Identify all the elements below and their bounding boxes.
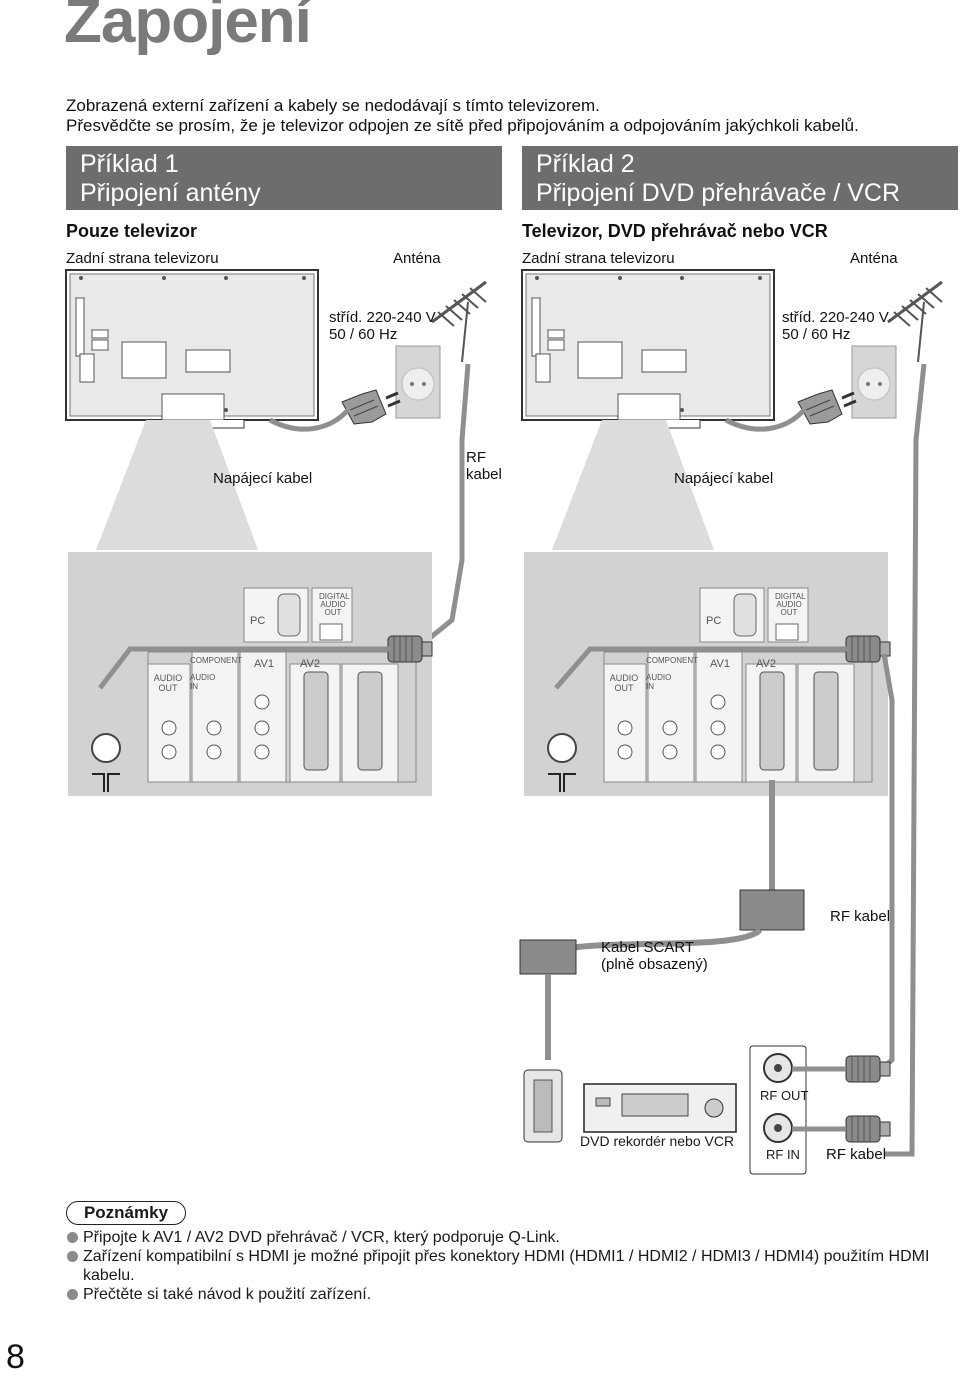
example2-power-cable-label: Napájecí kabel	[674, 470, 774, 487]
example1-banner-line1: Příklad 1	[80, 150, 179, 178]
panel1-digital-label: DIGITAL	[319, 592, 350, 601]
power-plug-1-icon	[340, 388, 402, 426]
example2-antenna-label: Anténa	[850, 250, 898, 267]
bullet-icon	[67, 1289, 78, 1300]
rf-in-label: RF IN	[766, 1147, 800, 1162]
tv-back-2-illustration	[521, 269, 775, 429]
notes-heading: Poznámky	[66, 1201, 186, 1225]
example1-tv-back-label: Zadní strana televizoru	[66, 250, 219, 267]
note-item: Zařízení kompatibilní s HDMI je možné př…	[66, 1247, 956, 1285]
scart-plug-left-icon	[519, 939, 577, 975]
example1-power-line2: 50 / 60 Hz	[329, 326, 398, 343]
panel2-audio-out-line2: OUT	[614, 683, 634, 693]
example2-power-line1: stříd. 220-240 V	[782, 309, 889, 326]
intro-line-1: Zobrazená externí zařízení a kabely se n…	[66, 96, 600, 115]
panel1-pc-label: PC	[250, 615, 266, 627]
panel1-component-label: COMPONENT	[190, 656, 242, 665]
panel2-audio-out-line1: AUDIO	[609, 673, 639, 683]
recorder-label: DVD rekordér nebo VCR	[580, 1133, 735, 1149]
example2-rf-cable-label-bottom: RF kabel	[826, 1146, 887, 1163]
wall-outlet-2-icon	[851, 345, 897, 419]
page-number: 8	[6, 1338, 25, 1376]
wall-outlet-1-icon	[395, 345, 441, 419]
example1-rf-line2: kabel	[466, 466, 502, 483]
rf-out-label: RF OUT	[760, 1088, 809, 1103]
bullet-icon	[67, 1232, 78, 1243]
zoom-wedge-2	[552, 420, 714, 550]
panel2-av1-label: AV1	[710, 658, 730, 670]
example2-power-line2: 50 / 60 Hz	[782, 326, 851, 343]
example2-rf-cable-label-top: RF kabel	[830, 908, 891, 925]
scart-cable-label: Kabel SCART (plně obsazený)	[601, 939, 708, 973]
example2-banner-line1: Příklad 2	[536, 150, 635, 178]
panel2-audio-in-line2: IN	[646, 682, 654, 691]
rf-cable-2-to-panel	[554, 646, 848, 690]
panel1-out-label: OUT	[324, 608, 342, 617]
scart-plug-top-icon	[739, 889, 805, 931]
rf-cable-2-antenna	[884, 363, 927, 1157]
panel2-digital-label: DIGITAL	[775, 592, 806, 601]
example1-power-cable-label: Napájecí kabel	[213, 470, 313, 487]
example1-rf-line1: RF	[466, 449, 486, 466]
notes-list: Připojte k AV1 / AV2 DVD přehrávač / VCR…	[66, 1228, 956, 1304]
intro-line-2: Přesvědčte se prosím, že je televizor od…	[66, 116, 859, 135]
panel1-audio-label: AUDIO	[320, 600, 346, 609]
example1-antenna-label: Anténa	[393, 250, 441, 267]
rf-plug-in-icon	[845, 1115, 891, 1143]
tv-back-1-illustration	[65, 269, 319, 429]
power-cable-2	[724, 408, 806, 432]
example2-banner-line2: Připojení DVD přehrávače / VCR	[536, 179, 901, 207]
example2-power-spec: stříd. 220-240 V 50 / 60 Hz	[782, 309, 889, 343]
panel1-av1-label: AV1	[254, 658, 274, 670]
power-cable-1	[268, 408, 350, 432]
connector-panel-2	[523, 551, 889, 797]
example1-rf-cable-label: RF kabel	[466, 449, 502, 483]
note-item: Připojte k AV1 / AV2 DVD přehrávač / VCR…	[66, 1228, 956, 1247]
example1-banner-line2: Připojení antény	[80, 179, 261, 207]
example1-subhead: Pouze televizor	[66, 221, 198, 241]
panel1-audio-out-line1: AUDIO	[153, 673, 183, 683]
example1-banner: Příklad 1 Připojení antény	[66, 146, 502, 210]
example2-tv-back-label: Zadní strana televizoru	[522, 250, 675, 267]
scart-cable-line1: Kabel SCART	[601, 939, 695, 956]
panel1-audio-in-line1: AUDIO	[190, 673, 216, 682]
power-plug-2-icon	[796, 388, 858, 426]
panel2-out-label: OUT	[780, 608, 798, 617]
intro-text: Zobrazená externí zařízení a kabely se n…	[66, 96, 859, 136]
panel2-audio-label: AUDIO	[776, 600, 802, 609]
scart-cable	[569, 927, 763, 951]
note-text: Přečtěte si také návod k použití zařízen…	[83, 1286, 372, 1303]
rf-cable-1	[418, 363, 471, 648]
panel2-av2-label: AV2	[756, 658, 776, 670]
zoom-wedge-1	[96, 420, 258, 550]
panel1-audio-in-line2: IN	[190, 682, 198, 691]
panel2-component-label: COMPONENT	[646, 656, 698, 665]
panel2-audio-in-line1: AUDIO	[646, 673, 672, 682]
panel2-pc-label: PC	[706, 615, 722, 627]
panel1-av2-label: AV2	[300, 658, 320, 670]
connector-panel-1	[67, 551, 433, 797]
note-text: Zařízení kompatibilní s HDMI je možné př…	[83, 1248, 930, 1284]
rf-terminals-box	[749, 1045, 807, 1175]
rf-cable-1-to-panel	[98, 646, 390, 690]
example1-power-line1: stříd. 220-240 V	[329, 309, 436, 326]
note-item: Přečtěte si také návod k použití zařízen…	[66, 1285, 956, 1304]
rf-plug-out-icon	[845, 1055, 891, 1083]
scart-cable-line2: (plně obsazený)	[601, 956, 708, 973]
page-title: Zapojení	[64, 0, 312, 56]
panel1-audio-out-line2: OUT	[158, 683, 178, 693]
bullet-icon	[67, 1251, 78, 1262]
example2-banner: Příklad 2 Připojení DVD přehrávače / VCR	[522, 146, 958, 210]
example2-subhead: Televizor, DVD přehrávač nebo VCR	[522, 221, 828, 241]
example1-power-spec: stříd. 220-240 V 50 / 60 Hz	[329, 309, 436, 343]
note-text: Připojte k AV1 / AV2 DVD přehrávač / VCR…	[83, 1229, 560, 1246]
